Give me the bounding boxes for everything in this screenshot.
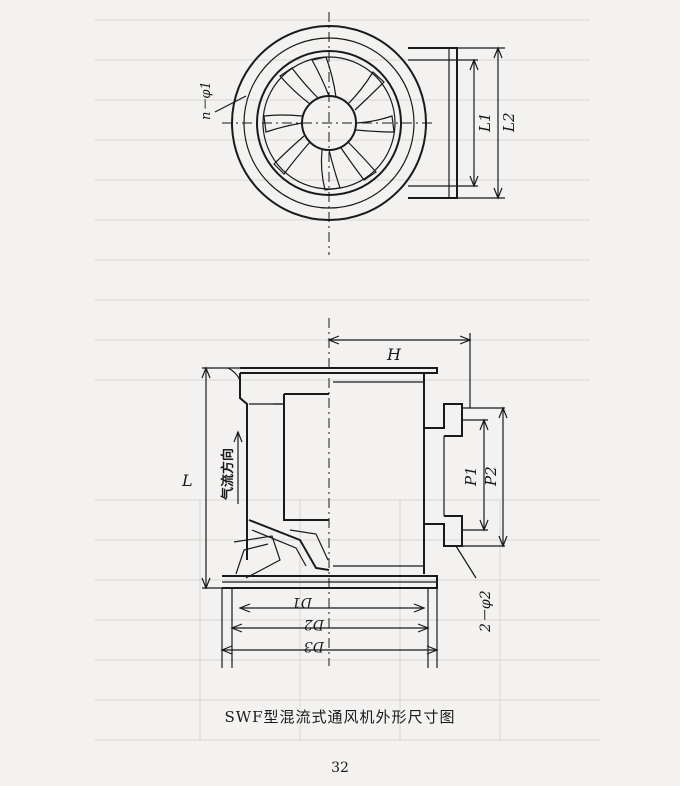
page-number: 32 [331,760,349,776]
figure-caption: SWF型混流式通风机外形尺寸图 [224,708,456,726]
dim-label-D2: D2 [304,616,325,632]
bolt-holes-top-label: n－φ1 [199,81,214,120]
top-flange [240,367,438,374]
dim-label-L2: L2 [500,112,518,133]
dim-label-P2: P2 [482,466,500,487]
casing-left-wall [239,373,248,560]
bleed-through-table [95,19,600,741]
side-view: H P1 [181,318,508,668]
diffuser-cone [248,519,330,571]
dim-label-H: H [386,345,402,364]
dim-label-P1: P1 [462,466,480,487]
motor-housing [283,393,329,521]
impeller-blades [263,56,395,191]
dim-label-D3: D3 [304,638,325,654]
top-view: n－φ1 L1 L2 [199,12,518,255]
airflow-direction-label: 气流方向 [220,448,236,500]
bolt-hole-leader-side [455,545,477,579]
bolt-holes-side-label: 2－φ2 [478,590,494,633]
dim-label-L1: L1 [476,112,494,133]
dim-label-D1: D1 [292,594,313,610]
dim-label-L: L [181,471,193,490]
outlet-box [408,47,505,199]
bolt-hole-leader [214,95,247,113]
